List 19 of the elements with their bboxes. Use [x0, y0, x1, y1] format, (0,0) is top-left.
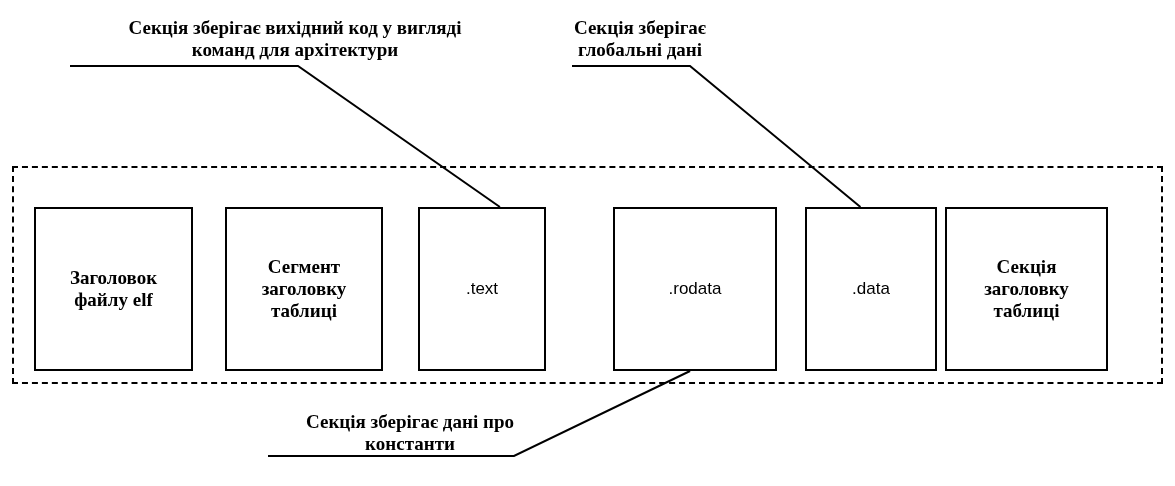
section-box — [34, 207, 193, 371]
section-label: Заголовок файлу elf — [68, 267, 159, 311]
section-box — [418, 207, 546, 371]
section-box — [945, 207, 1108, 371]
leader-line — [571, 65, 862, 208]
section-label: .rodata — [667, 279, 723, 299]
dashed-frame — [12, 166, 1163, 384]
section-label: .data — [851, 279, 891, 299]
section-label: .text — [464, 279, 500, 299]
section-label: Сегмент заголовку таблиці — [260, 256, 348, 322]
section-label: Секція заголовку таблиці — [983, 256, 1070, 322]
callout-text: Секція зберігає дані про константи — [305, 411, 515, 455]
callout-text: Секція зберігає глобальні дані — [572, 17, 708, 61]
section-box — [613, 207, 777, 371]
section-box — [225, 207, 383, 371]
leader-line — [69, 65, 501, 208]
section-box — [805, 207, 937, 371]
leader-line — [267, 370, 692, 457]
callout-text: Секція зберігає вихідний код у вигляді команд для архітектури — [127, 17, 463, 61]
